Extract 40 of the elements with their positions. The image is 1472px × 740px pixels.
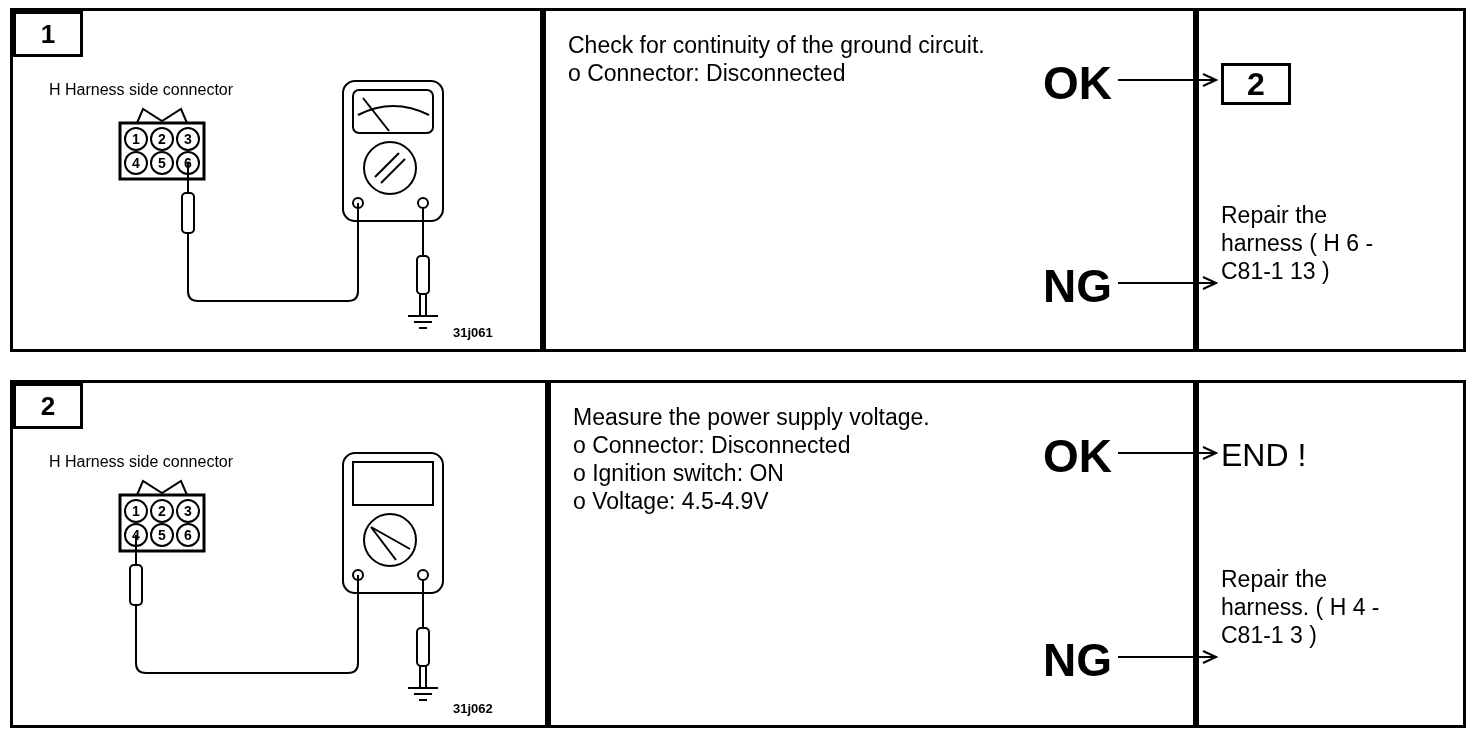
- arrow: [1117, 446, 1217, 460]
- pin-number: 2: [158, 503, 166, 519]
- result-panel: [1196, 380, 1466, 728]
- result-label: OK: [1043, 431, 1121, 481]
- step-number: 1: [13, 11, 83, 57]
- repair-instruction: Repair the harness. ( H 4 - C81-1 3 ): [1221, 565, 1396, 705]
- result-label: NG: [1043, 261, 1121, 311]
- figure-code: 31j061: [453, 325, 493, 340]
- pin-number: 5: [158, 527, 166, 543]
- connector-caption: H Harness side connector: [49, 81, 234, 99]
- arrow: [1117, 276, 1217, 290]
- condition-item: o Connector: Disconnected: [573, 431, 852, 459]
- pin-number: 1: [132, 503, 140, 519]
- pin-number: 5: [158, 155, 166, 171]
- result-label: NG: [1043, 635, 1121, 685]
- pin-number: 3: [184, 131, 192, 147]
- illustration-panel: [10, 8, 543, 352]
- instruction-text: Check for continuity of the ground circuit.: [568, 31, 986, 59]
- pin-number: 1: [132, 131, 140, 147]
- result-panel: [1196, 8, 1466, 352]
- instruction-panel: [543, 8, 1196, 352]
- condition-item: o Voltage: 4.5-4.9V: [573, 487, 770, 515]
- result-label: OK: [1043, 58, 1121, 108]
- condition-item: o Ignition switch: ON: [573, 459, 785, 487]
- arrow: [1117, 650, 1217, 664]
- illustration-panel: [10, 380, 548, 728]
- pin-number: 6: [184, 527, 192, 543]
- figure-code: 31j062: [453, 701, 493, 716]
- pin-number: 4: [132, 155, 140, 171]
- step-number: 2: [13, 383, 83, 429]
- pin-number: 2: [158, 131, 166, 147]
- instruction-panel: [548, 380, 1196, 728]
- repair-instruction: Repair the harness ( H 6 - C81-1 13 ): [1221, 201, 1396, 341]
- step-reference: 2: [1221, 63, 1291, 105]
- instruction-text: Measure the power supply voltage.: [573, 403, 931, 431]
- arrow: [1117, 73, 1217, 87]
- connector-caption: H Harness side connector: [49, 453, 234, 471]
- pin-number: 3: [184, 503, 192, 519]
- condition-item: o Connector: Disconnected: [568, 59, 847, 87]
- end-text: END !: [1221, 435, 1351, 480]
